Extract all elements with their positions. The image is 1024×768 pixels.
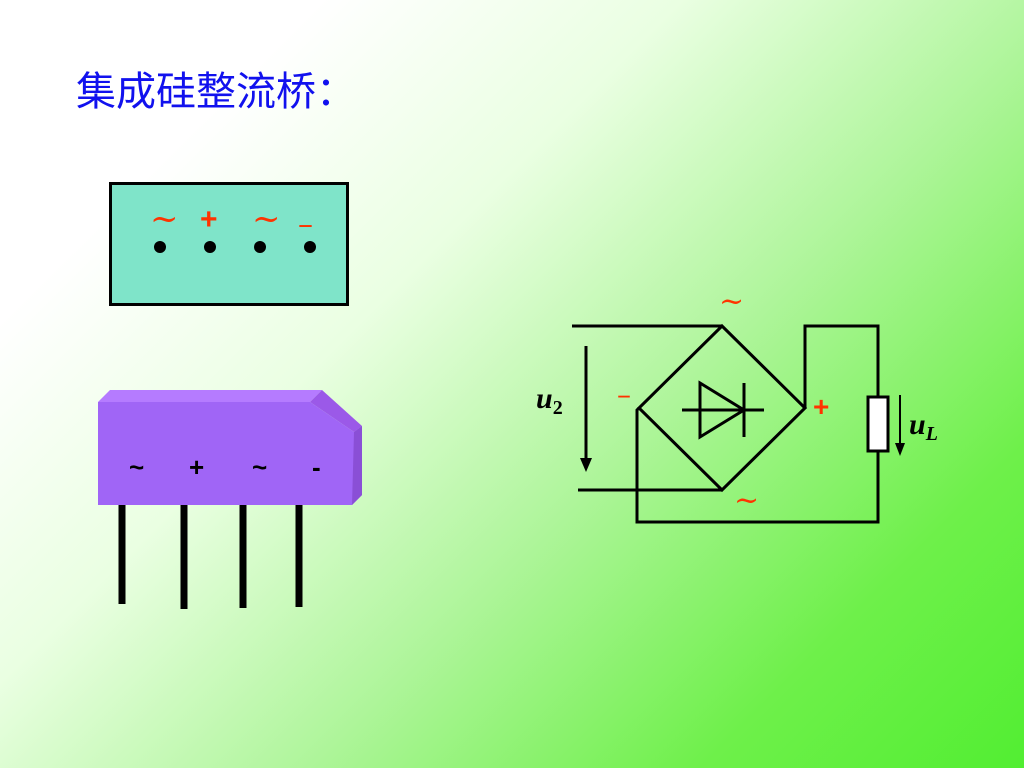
top-pin-ac-1-dot xyxy=(154,241,166,253)
rectifier-circuit xyxy=(572,323,901,524)
diode-triangle xyxy=(698,380,747,440)
input-voltage-label: u2 xyxy=(536,382,563,420)
package-pin-ac-2-label: ~ xyxy=(252,452,268,482)
load-voltage-label: uL xyxy=(909,408,938,446)
bridge-package xyxy=(98,390,362,609)
load-voltage-sub: L xyxy=(925,423,938,445)
top-pin-ac-2-symbol: ~ xyxy=(252,199,281,239)
load-voltage-var: u xyxy=(909,408,926,441)
ul-arrow-head xyxy=(895,443,905,456)
package-pin-ac-1-label: ~ xyxy=(129,452,145,482)
top-pin-plus-dot xyxy=(204,241,216,253)
top-pin-ac-2-dot xyxy=(254,241,266,253)
page-title: 集成硅整流桥： xyxy=(76,69,356,115)
top-pin-minus-dot xyxy=(304,241,316,253)
top-pin-ac-1-symbol: ~ xyxy=(150,199,179,239)
top-pin-plus-symbol: + xyxy=(200,203,218,236)
package-top-face xyxy=(98,390,322,402)
bridge-bottom-ac-symbol: ~ xyxy=(734,483,760,518)
load-resistor xyxy=(866,395,890,453)
wire-negative xyxy=(635,406,880,524)
top-pin-minus-symbol: – xyxy=(298,207,313,242)
bridge-top-view: ~ + ~ – xyxy=(109,182,349,306)
bridge-diamond xyxy=(636,323,808,493)
u2-arrow-head xyxy=(580,458,592,472)
package-bevel-face xyxy=(310,390,362,432)
package-pin-plus-label: + xyxy=(189,452,205,482)
package-body xyxy=(98,402,362,505)
input-voltage-sub: 2 xyxy=(552,397,563,419)
package-pin-minus-label: - xyxy=(312,452,321,482)
bridge-positive-symbol: + xyxy=(813,391,830,422)
wire-positive xyxy=(803,324,880,408)
input-voltage-var: u xyxy=(536,382,553,415)
bridge-top-ac-symbol: ~ xyxy=(719,284,745,319)
package-side-shade xyxy=(352,426,362,505)
bridge-negative-symbol: – xyxy=(617,378,631,411)
